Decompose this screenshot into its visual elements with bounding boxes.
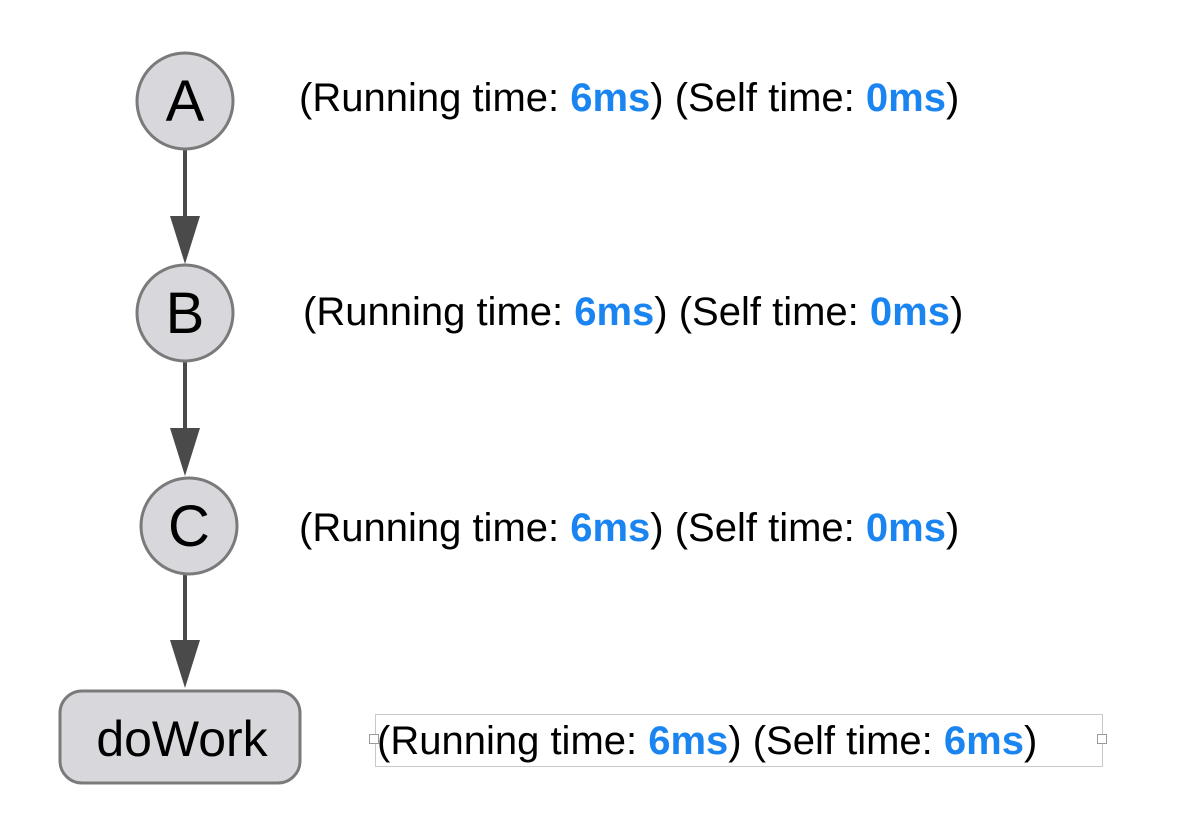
edge-b-to-c-arrowhead bbox=[170, 428, 200, 476]
suffix: ) bbox=[945, 76, 960, 120]
self-prefix: ) (Self time: bbox=[650, 506, 866, 550]
node-c[interactable]: C bbox=[139, 476, 239, 576]
self-prefix: ) (Self time: bbox=[650, 76, 866, 120]
suffix: ) bbox=[1023, 719, 1038, 763]
resize-handle-right[interactable] bbox=[1097, 734, 1107, 744]
running-prefix: (Running time: bbox=[299, 76, 571, 120]
running-time-value: 6ms bbox=[570, 76, 651, 120]
running-prefix: (Running time: bbox=[377, 719, 649, 763]
self-prefix: ) (Self time: bbox=[654, 290, 870, 334]
timing-label-b[interactable]: (Running time: 6ms) (Self time: 0ms) bbox=[303, 292, 963, 332]
self-time-value: 6ms bbox=[943, 719, 1024, 763]
self-prefix: ) (Self time: bbox=[728, 719, 944, 763]
self-time-value: 0ms bbox=[865, 506, 946, 550]
running-time-value: 6ms bbox=[574, 290, 655, 334]
running-prefix: (Running time: bbox=[303, 290, 575, 334]
resize-handle-left[interactable] bbox=[369, 734, 379, 744]
node-a[interactable]: A bbox=[135, 51, 235, 151]
self-time-value: 0ms bbox=[865, 76, 946, 120]
node-dowork-label: doWork bbox=[96, 711, 268, 767]
timing-label-c[interactable]: (Running time: 6ms) (Self time: 0ms) bbox=[299, 508, 959, 548]
node-a-label: A bbox=[166, 69, 205, 134]
timing-label-a[interactable]: (Running time: 6ms) (Self time: 0ms) bbox=[299, 78, 959, 118]
edge-c-to-dowork-arrowhead bbox=[170, 640, 200, 688]
running-prefix: (Running time: bbox=[299, 506, 571, 550]
suffix: ) bbox=[949, 290, 964, 334]
node-dowork[interactable]: doWork bbox=[58, 689, 302, 785]
node-b[interactable]: B bbox=[135, 263, 235, 363]
self-time-value: 0ms bbox=[869, 290, 950, 334]
node-c-label: C bbox=[168, 494, 210, 559]
suffix: ) bbox=[945, 506, 960, 550]
edge-a-to-b-arrowhead bbox=[170, 216, 200, 264]
timing-label-dowork[interactable]: (Running time: 6ms) (Self time: 6ms) bbox=[377, 721, 1037, 761]
running-time-value: 6ms bbox=[570, 506, 651, 550]
running-time-value: 6ms bbox=[648, 719, 729, 763]
node-b-label: B bbox=[166, 281, 205, 346]
